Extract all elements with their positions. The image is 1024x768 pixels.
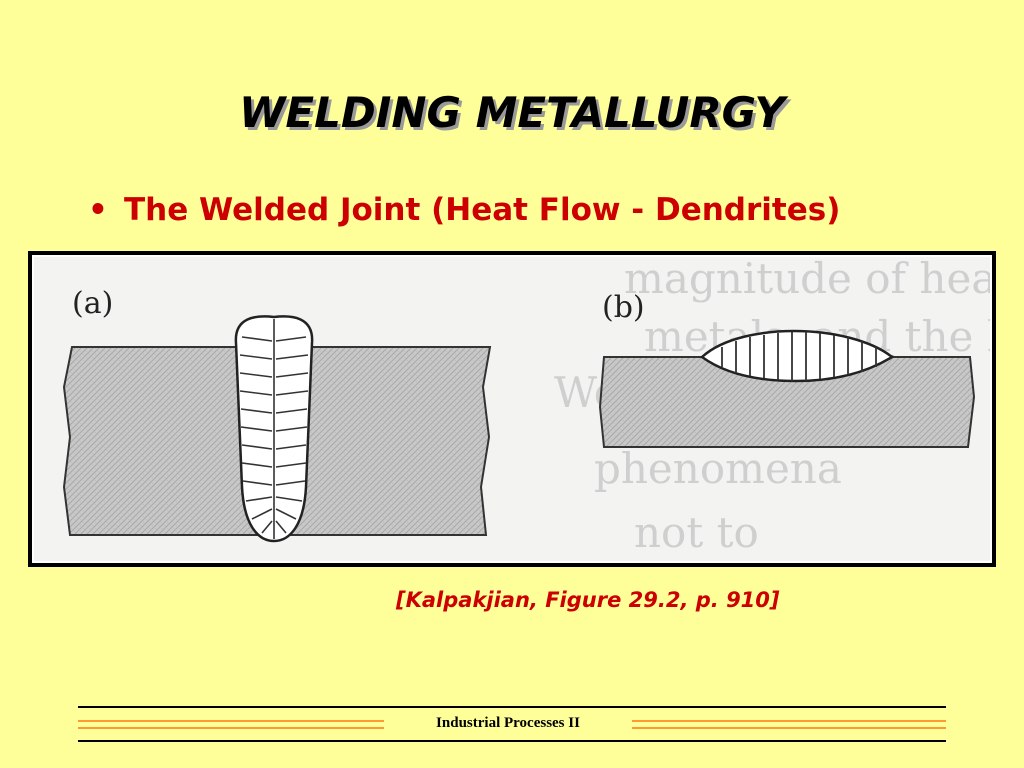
figure-citation: [Kalpakjian, Figure 29.2, p. 910]: [396, 588, 780, 612]
bullet-dot-icon: •: [88, 192, 108, 228]
faded-text-line: not to: [634, 508, 759, 557]
footer-rule-top: [78, 706, 946, 708]
faded-text-line: magnitude of heat applied and: [624, 257, 990, 303]
footer-text: Industrial Processes II: [436, 715, 580, 731]
footer-rule-orange-right-2: [632, 727, 946, 729]
figure-frame: magnitude of heat applied and metals, an…: [28, 251, 996, 567]
slide-title: WELDING METALLURGY: [239, 88, 785, 137]
figure-label-a: (a): [72, 286, 113, 321]
bullet-item: • The Welded Joint (Heat Flow - Dendrites…: [88, 192, 840, 228]
footer-rule-orange-left: [78, 720, 384, 722]
footer: Industrial Processes II: [0, 700, 1024, 750]
bullet-text: The Welded Joint (Heat Flow - Dendrites): [124, 192, 841, 228]
footer-rule-bottom: [78, 740, 946, 742]
figure-image: magnitude of heat applied and metals, an…: [32, 255, 992, 563]
footer-rule-orange-left-2: [78, 727, 384, 729]
footer-rule-orange-right: [632, 720, 946, 722]
dendrites-a: [239, 319, 309, 539]
faded-text-line: phenomena: [594, 444, 842, 493]
weld-diagram: magnitude of heat applied and metals, an…: [62, 257, 990, 557]
faded-text: magnitude of heat applied and metals, an…: [554, 257, 990, 557]
figure-label-b: (b): [602, 290, 645, 325]
dendrites-b: [721, 332, 877, 381]
